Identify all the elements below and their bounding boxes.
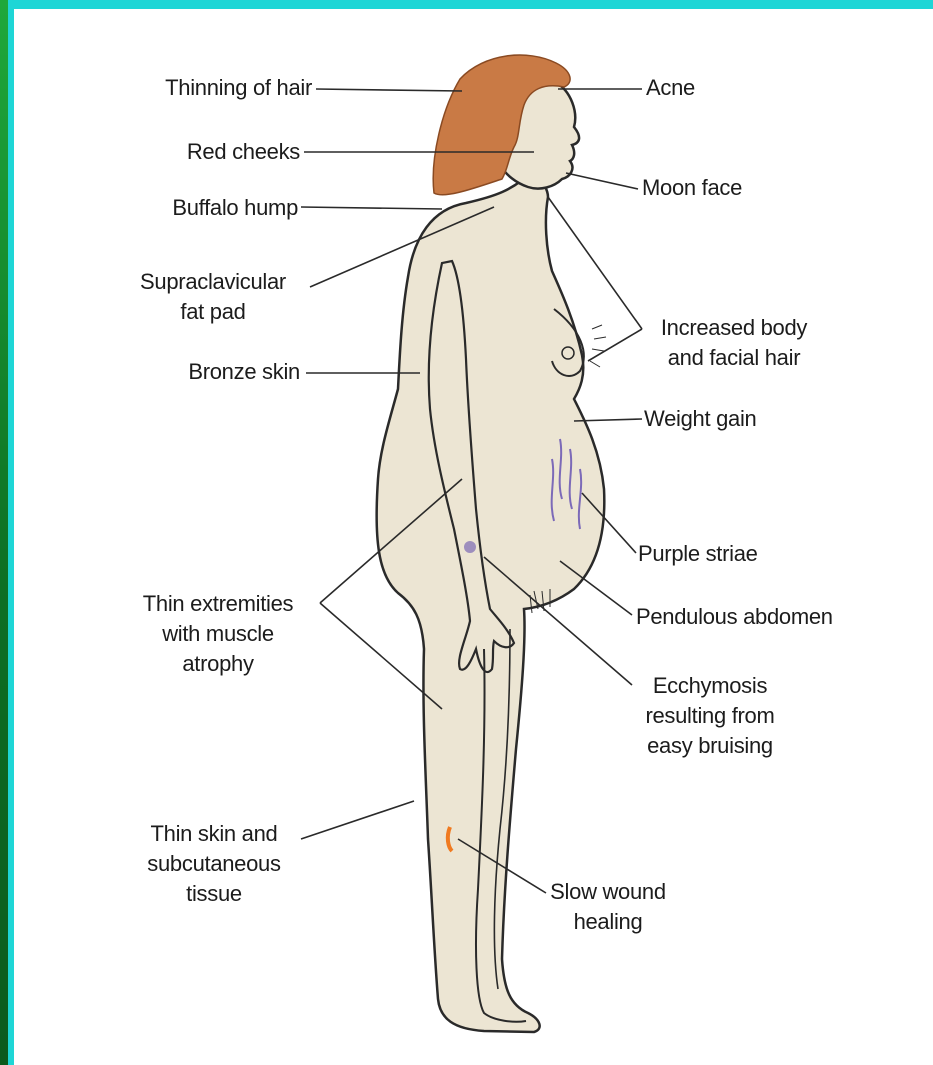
label-supraclavicular: Supraclavicular fat pad (118, 267, 308, 327)
label-red-cheeks: Red cheeks (92, 137, 300, 167)
diagram-panel: Thinning of hair Red cheeks Buffalo hump… (14, 9, 933, 1065)
label-acne: Acne (646, 73, 766, 103)
leader-buffalo-hump (301, 207, 442, 209)
label-pendulous-abdomen: Pendulous abdomen (636, 602, 886, 632)
label-increased-hair: Increased body and facial hair (634, 313, 834, 373)
label-bronze-skin: Bronze skin (92, 357, 300, 387)
label-ecchymosis: Ecchymosis resulting from easy bruising (610, 671, 810, 761)
label-buffalo-hump: Buffalo hump (92, 193, 298, 223)
leader-moon-face (566, 173, 638, 189)
label-weight-gain: Weight gain (644, 404, 844, 434)
leader-thinning-hair (316, 89, 462, 91)
label-moon-face: Moon face (642, 173, 842, 203)
label-slow-wound: Slow wound healing (528, 877, 688, 937)
label-purple-striae: Purple striae (638, 539, 838, 569)
label-thinning-hair: Thinning of hair (92, 73, 312, 103)
label-thin-extremities: Thin extremities with muscle atrophy (118, 589, 318, 679)
leader-thin-skin (301, 801, 414, 839)
label-thin-skin: Thin skin and subcutaneous tissue (124, 819, 304, 909)
ecchymosis-mark (464, 541, 476, 553)
